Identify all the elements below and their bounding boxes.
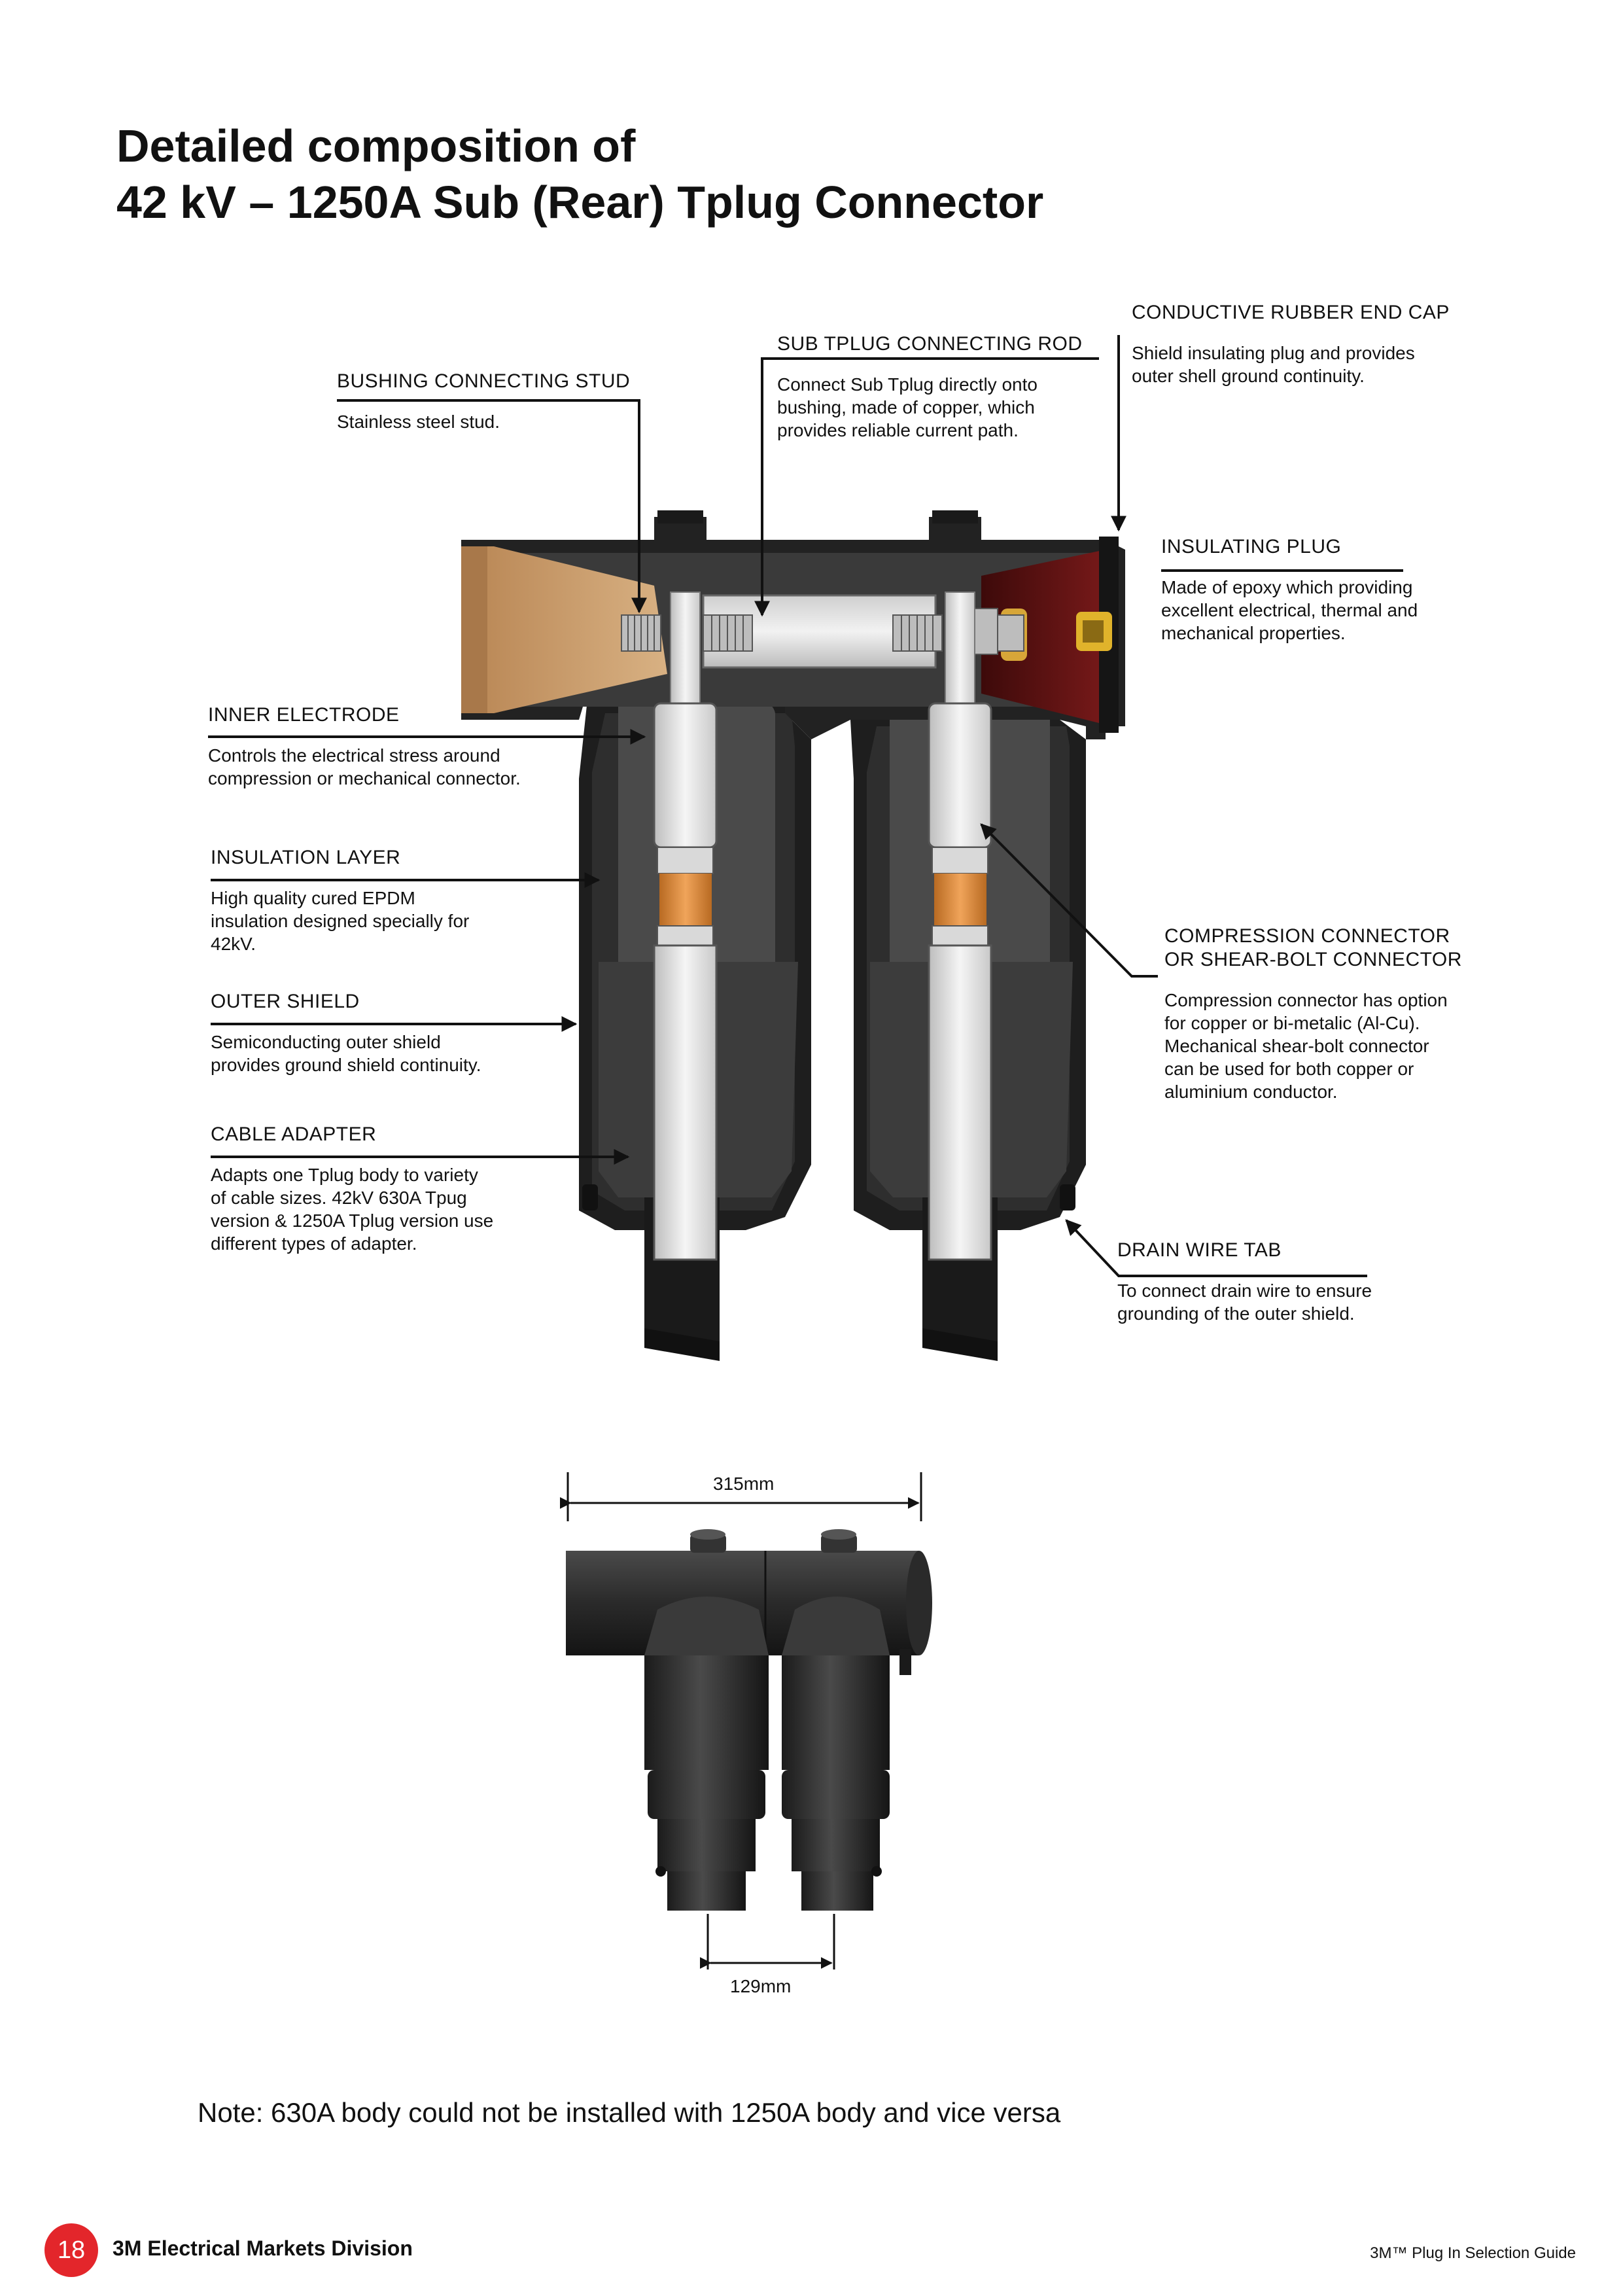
left-copper-connector — [659, 874, 712, 926]
callout-heading: CABLE ADAPTER — [211, 1123, 377, 1145]
title-line-2: 42 kV – 1250A Sub (Rear) Tplug Connector — [116, 177, 1044, 228]
right-copper-connector — [934, 874, 986, 926]
callout-heading: INSULATING PLUG — [1161, 536, 1342, 557]
callout-body: Adapts one Tplug body to variety of cabl… — [211, 1165, 494, 1254]
page-title: Detailed composition of 42 kV – 1250A Su… — [116, 118, 1043, 230]
callout-drain-wire-tab: DRAIN WIRE TAB To connect drain wire to … — [1117, 1239, 1372, 1325]
callout-body: Semiconducting outer shield provides gro… — [211, 1032, 481, 1075]
exterior-diagram — [566, 1529, 932, 1911]
dimension-spacing-label: 129mm — [730, 1976, 792, 1996]
callout-heading: INSULATION LAYER — [211, 847, 401, 868]
title-line-1: Detailed composition of — [116, 120, 636, 171]
dimension-width-label: 315mm — [713, 1474, 775, 1494]
callout-heading: OUTER SHIELD — [211, 991, 360, 1012]
callout-heading: DRAIN WIRE TAB — [1117, 1239, 1282, 1261]
callout-rule — [1161, 569, 1403, 572]
callout-heading: INNER ELECTRODE — [208, 704, 400, 726]
footer-guide-title: 3M™ Plug In Selection Guide — [1370, 2244, 1576, 2262]
installation-note: Note: 630A body could not be installed w… — [198, 2097, 1061, 2128]
callout-body: High quality cured EPDM insulation desig… — [211, 888, 470, 954]
callout-bushing-stud: BUSHING CONNECTING STUD Stainless steel … — [337, 370, 630, 433]
leader-lines — [208, 335, 1367, 1277]
callout-body: Shield insulating plug and provides oute… — [1132, 343, 1415, 386]
callout-outer-shield: OUTER SHIELD Semiconducting outer shield… — [211, 990, 481, 1076]
callout-heading: BUSHING CONNECTING STUD — [337, 370, 631, 392]
callout-connecting-rod: SUB TPLUG CONNECTING ROD Connect Sub Tpl… — [777, 332, 1083, 442]
end-cap-red — [981, 550, 1112, 726]
callout-body: Connect Sub Tplug directly onto bushing,… — [777, 374, 1038, 440]
callout-body: To connect drain wire to ensure groundin… — [1117, 1280, 1372, 1324]
dimension-lines — [559, 1472, 922, 1969]
callout-compression-connector: COMPRESSION CONNECTOR OR SHEAR-BOLT CONN… — [1164, 925, 1462, 1103]
callout-heading: SUB TPLUG CONNECTING ROD — [777, 333, 1083, 355]
callout-body: Made of epoxy which providing excellent … — [1161, 577, 1418, 643]
callout-heading: CONDUCTIVE RUBBER END CAP — [1132, 302, 1450, 323]
page-number-badge: 18 — [44, 2223, 98, 2277]
callout-body: Compression connector has option for cop… — [1164, 990, 1448, 1102]
callout-heading: COMPRESSION CONNECTOR OR SHEAR-BOLT CONN… — [1164, 925, 1462, 970]
callout-insulation-layer: INSULATION LAYER High quality cured EPDM… — [211, 846, 469, 955]
bushing-epoxy — [461, 546, 667, 713]
left-inner-electrode — [653, 702, 718, 849]
callout-body: Stainless steel stud. — [337, 412, 500, 432]
callout-inner-electrode: INNER ELECTRODE Controls the electrical … — [208, 703, 521, 790]
callout-end-cap: CONDUCTIVE RUBBER END CAP Shield insulat… — [1132, 301, 1450, 387]
callout-body: Controls the electrical stress around co… — [208, 745, 521, 788]
callout-insulating-plug: INSULATING PLUG Made of epoxy which prov… — [1161, 535, 1418, 645]
callout-cable-adapter: CABLE ADAPTER Adapts one Tplug body to v… — [211, 1123, 493, 1255]
footer-division: 3M Electrical Markets Division — [113, 2236, 413, 2260]
cross-section-diagram — [461, 510, 1125, 1361]
